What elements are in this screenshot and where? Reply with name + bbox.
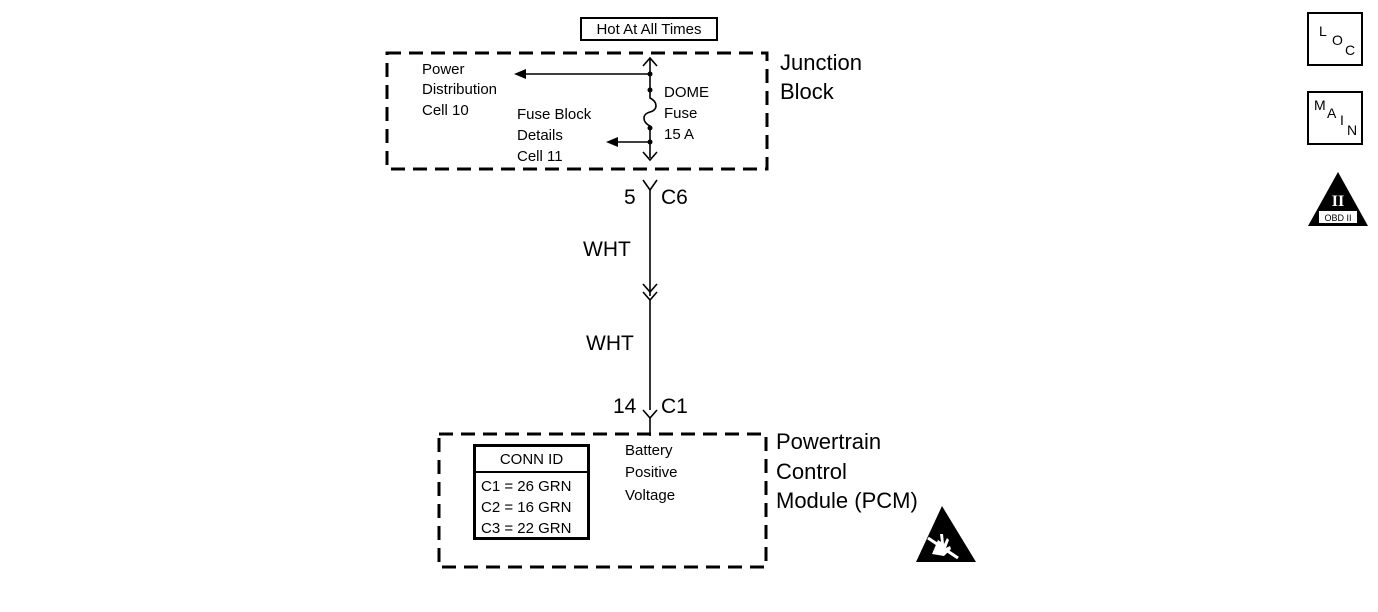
pcm-title-line-1: Powertrain: [776, 429, 882, 454]
block-output-chevron: [642, 151, 658, 162]
fuse-label-line-1: DOME: [664, 84, 709, 101]
power-distribution-label-line-3: Cell 10: [422, 102, 469, 119]
dome-fuse-symbol: [643, 90, 657, 128]
wire-color-label-upper: WHT: [583, 238, 631, 261]
fuse-block-label-line-1: Fuse Block: [517, 106, 592, 123]
c1-connector-name: C1: [661, 395, 688, 418]
esd-slash: [927, 536, 959, 560]
c1-pin-number: 14: [613, 395, 637, 418]
obd-ii-numeral: II: [1332, 193, 1344, 210]
pcm-title-line-2: Control: [776, 459, 847, 484]
junction-block-title-line-1: Junction: [780, 50, 862, 75]
battery-voltage-label-line-2: Positive: [625, 464, 678, 481]
pcm-title-line-3: Module (PCM): [776, 488, 918, 513]
power-distribution-label-line-1: Power: [422, 61, 465, 78]
fuse-block-arrowhead: [606, 137, 618, 147]
feed-arrowhead: [642, 56, 658, 67]
fuse-block-label-line-3: Cell 11: [517, 148, 563, 165]
obd-ii-icon[interactable]: II OBD II: [1306, 170, 1370, 228]
power-distribution-arrowhead: [514, 69, 526, 79]
conn-id-row: C1 = 26 GRN: [481, 478, 572, 495]
c6-pin-number: 5: [624, 186, 636, 209]
junction-block-outline: [385, 51, 769, 171]
c6-connector-symbol: [642, 179, 658, 192]
conn-id-row: C3 = 22 GRN: [481, 520, 572, 537]
fuse-label-line-3: 15 A: [664, 126, 695, 143]
battery-voltage-label-line-1: Battery: [625, 442, 673, 459]
wire-color-label-lower: WHT: [586, 332, 634, 355]
c6-connector-name: C6: [661, 186, 688, 209]
obd-ii-text-plate: [1319, 211, 1357, 223]
conn-id-row: C2 = 16 GRN: [481, 499, 572, 516]
esd-sensitive-icon: [916, 506, 976, 562]
inline-connector-chevron: [642, 283, 658, 294]
fuse-label-line-2: Fuse: [664, 105, 698, 122]
pcm-outline: [437, 432, 768, 569]
loc-letter: L: [1319, 23, 1327, 39]
junction-block-title-line-2: Block: [780, 79, 834, 104]
main-letter: N: [1347, 122, 1358, 138]
loc-letter: O: [1332, 32, 1343, 48]
c1-connector-symbol: [642, 409, 658, 420]
fuse-block-label-line-2: Details: [517, 127, 563, 144]
loc-icon[interactable]: L O C: [1307, 12, 1363, 66]
battery-voltage-label-line-3: Voltage: [625, 487, 676, 504]
obd-ii-text: OBD II: [1324, 213, 1351, 223]
conn-id-table: CONN ID C1 = 26 GRN C2 = 16 GRN C3 = 22 …: [473, 444, 590, 540]
conn-id-header: CONN ID: [476, 447, 587, 473]
esd-triangle: [916, 506, 976, 562]
main-letter: I: [1340, 112, 1344, 128]
power-distribution-label-line-2: Distribution: [422, 81, 498, 98]
main-letter: M: [1314, 97, 1326, 113]
main-icon[interactable]: M A I N: [1307, 91, 1363, 145]
loc-letter: C: [1345, 42, 1356, 58]
hot-at-all-times-label: Hot At All Times: [580, 17, 718, 41]
main-letter: A: [1327, 105, 1337, 121]
